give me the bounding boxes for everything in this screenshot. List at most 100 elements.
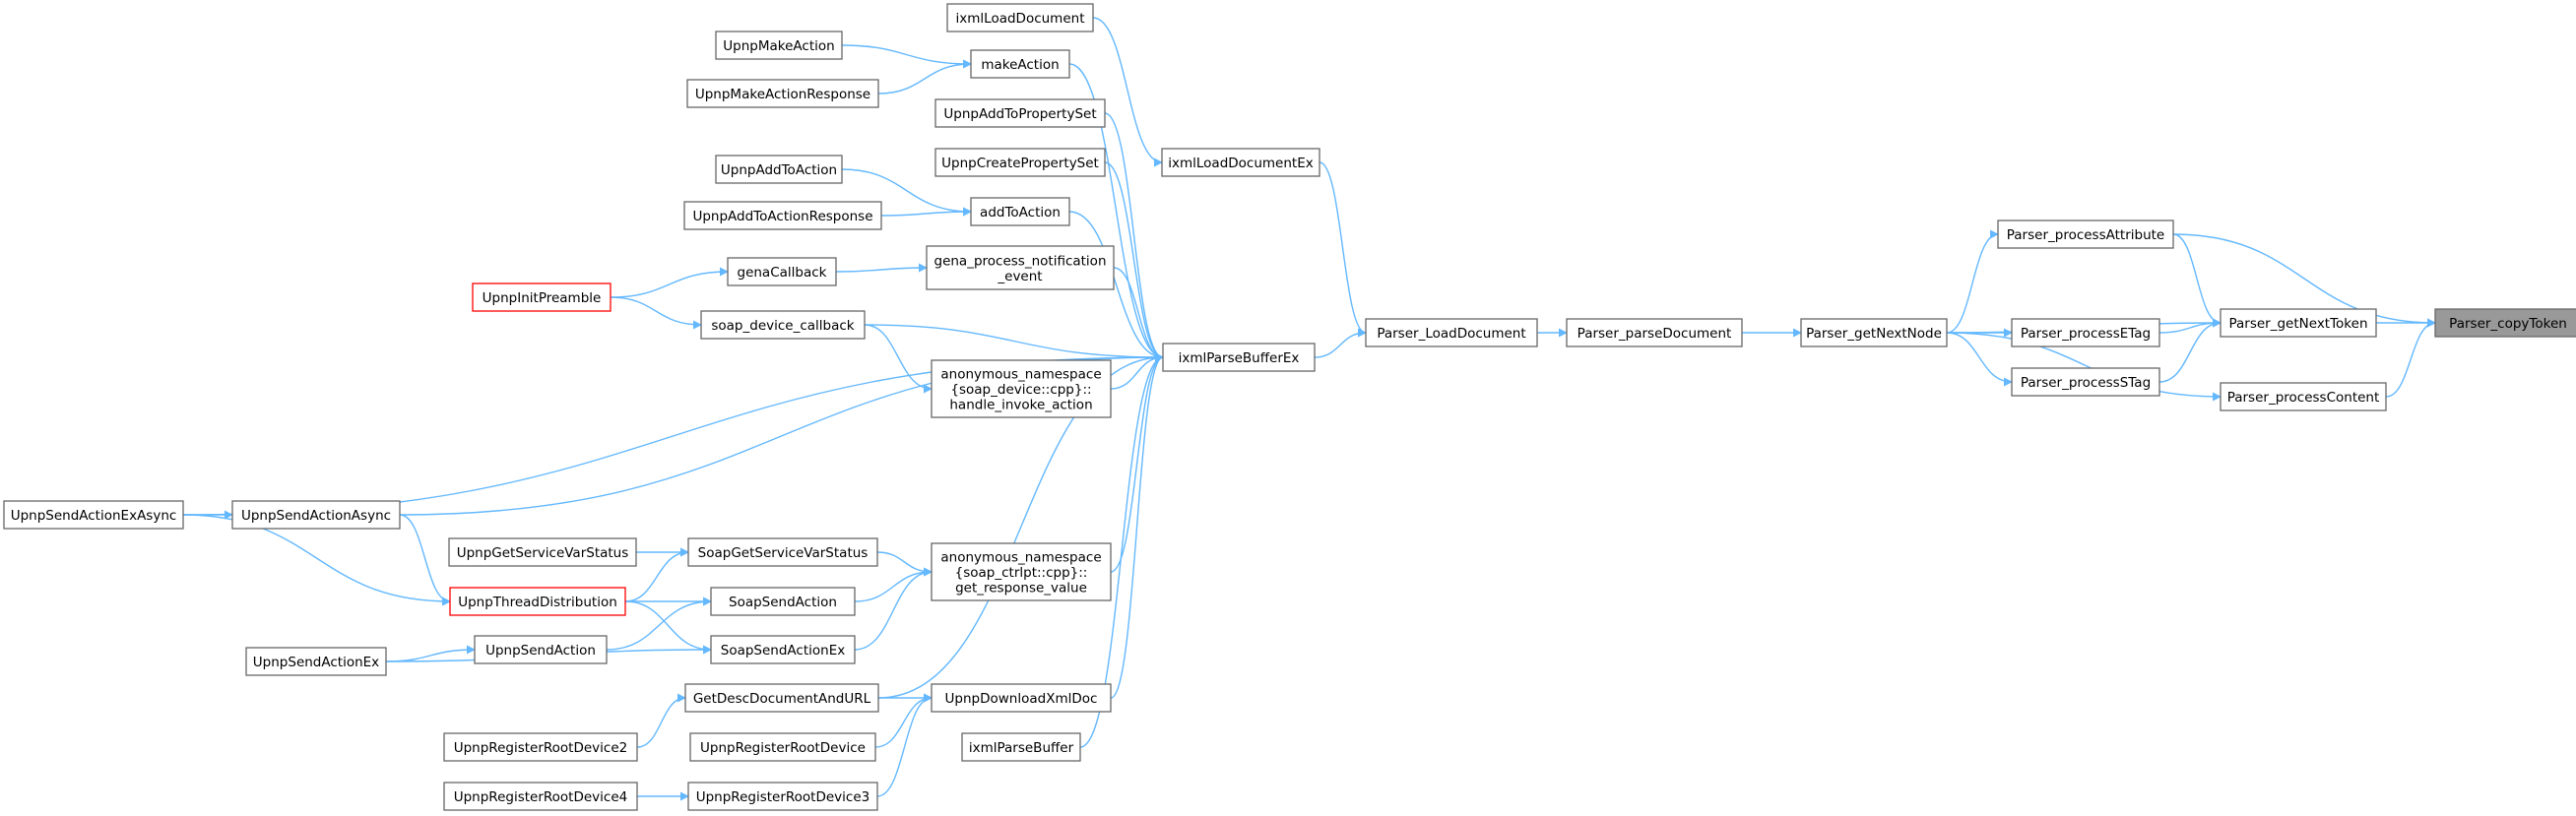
edge-SoapSendActionEx-calls-get_response_value	[854, 567, 933, 651]
node-UpnpRegisterRootDevice4[interactable]: UpnpRegisterRootDevice4	[443, 782, 638, 811]
node-UpnpSendActionAsync[interactable]: UpnpSendActionAsync	[231, 500, 401, 530]
node-Parser_processContent[interactable]: Parser_processContent	[2220, 382, 2387, 411]
node-Parser_processETag[interactable]: Parser_processETag	[2011, 318, 2160, 347]
node-ixmlLoadDocumentEx[interactable]: ixmlLoadDocumentEx	[1161, 148, 1320, 177]
edge-Parser_getNextNode-calls-Parser_processSTag	[1946, 332, 2013, 387]
node-label: makeAction	[981, 57, 1059, 73]
node-label: {soap_ctrlpt::cpp}::	[955, 565, 1088, 581]
node-label: UpnpSendActionExAsync	[11, 508, 177, 524]
node-UpnpGetServiceVarStatus[interactable]: UpnpGetServiceVarStatus	[448, 537, 637, 567]
edge-Parser_getNextNode-calls-Parser_processAttribute	[1946, 229, 1999, 334]
node-UpnpAddToActionResponse[interactable]: UpnpAddToActionResponse	[683, 201, 882, 230]
node-soap_device_callback[interactable]: soap_device_callback	[700, 310, 866, 340]
node-label: Parser_processSTag	[2021, 375, 2151, 391]
node-SoapGetServiceVarStatus[interactable]: SoapGetServiceVarStatus	[687, 537, 878, 567]
edge-Parser_processAttribute-calls-Parser_copyToken	[2172, 233, 2436, 328]
edge-ixmlParseBuffer-calls-ixmlParseBufferEx	[1079, 352, 1164, 748]
node-SoapSendActionEx[interactable]: SoapSendActionEx	[710, 635, 856, 664]
node-genaCallback[interactable]: genaCallback	[727, 257, 837, 286]
node-UpnpMakeActionResponse[interactable]: UpnpMakeActionResponse	[686, 79, 879, 108]
nodes: Parser_copyToken Parser_processAttributeP…	[3, 3, 2576, 811]
edge-makeAction-calls-ixmlParseBufferEx	[1068, 63, 1164, 362]
node-label: Parser_processAttribute	[2007, 227, 2164, 243]
node-UpnpSendAction[interactable]: UpnpSendAction	[474, 635, 608, 664]
node-Parser_parseDocument[interactable]: Parser_parseDocument	[1566, 318, 1743, 347]
node-label: Parser_copyToken	[2449, 316, 2567, 332]
node-label: UpnpMakeAction	[723, 38, 834, 54]
node-GetDescDocumentAndURL[interactable]: GetDescDocumentAndURL	[684, 683, 879, 713]
node-UpnpDownloadXmlDoc[interactable]: UpnpDownloadXmlDoc	[931, 683, 1112, 713]
node-label: Parser_parseDocument	[1578, 326, 1732, 342]
edges	[182, 17, 2436, 801]
edge-UpnpThreadDistribution-calls-SoapSendActionEx	[624, 600, 712, 655]
node-gena_process_notification_event[interactable]: gena_process_notification_event	[926, 245, 1115, 290]
node-makeAction[interactable]: makeAction	[970, 49, 1070, 79]
node-UpnpAddToAction[interactable]: UpnpAddToAction	[715, 155, 843, 184]
edge-UpnpAddToActionResponse-calls-addToAction	[880, 207, 972, 217]
node-UpnpAddToPropertySet[interactable]: UpnpAddToPropertySet	[934, 98, 1106, 128]
edge-genaCallback-calls-gena_process_notification_event	[835, 263, 928, 273]
node-handle_invoke_action[interactable]: anonymous_namespace{soap_device::cpp}::h…	[931, 359, 1112, 418]
node-label: UpnpInitPreamble	[483, 290, 602, 306]
node-label: anonymous_namespace	[940, 367, 1101, 383]
node-UpnpInitPreamble[interactable]: UpnpInitPreamble	[472, 282, 612, 312]
node-UpnpMakeAction[interactable]: UpnpMakeAction	[715, 31, 843, 60]
node-label: UpnpRegisterRootDevice2	[454, 740, 628, 756]
node-label: UpnpSendActionAsync	[241, 508, 391, 524]
edge-soap_device_callback-calls-handle_invoke_action	[864, 324, 933, 394]
edge-UpnpRegisterRootDevice2-calls-GetDescDocumentAndURL	[636, 693, 686, 748]
node-UpnpThreadDistribution[interactable]: UpnpThreadDistribution	[449, 587, 626, 616]
node-label: SoapSendActionEx	[721, 643, 845, 659]
edge-UpnpAddToAction-calls-addToAction	[841, 168, 972, 217]
node-label: gena_process_notification	[934, 253, 1107, 269]
node-Parser_getNextToken[interactable]: Parser_getNextToken	[2220, 308, 2377, 338]
node-ixmlParseBufferEx[interactable]: ixmlParseBufferEx	[1162, 343, 1316, 372]
node-label: addToAction	[980, 205, 1061, 220]
edge-UpnpSendActionAsync-calls-UpnpThreadDistribution	[399, 514, 451, 606]
node-UpnpRegisterRootDevice[interactable]: UpnpRegisterRootDevice	[689, 732, 876, 762]
edge-get_response_value-calls-ixmlParseBufferEx	[1110, 352, 1164, 573]
node-Parser_processAttribute[interactable]: Parser_processAttribute	[1997, 220, 2174, 249]
node-SoapSendAction[interactable]: SoapSendAction	[710, 587, 856, 616]
node-get_response_value[interactable]: anonymous_namespace{soap_ctrlpt::cpp}::g…	[931, 542, 1112, 601]
node-UpnpRegisterRootDevice2[interactable]: UpnpRegisterRootDevice2	[443, 732, 638, 762]
node-label: Parser_LoadDocument	[1377, 326, 1525, 342]
edge-gena_process_notification_event-calls-ixmlParseBufferEx	[1113, 267, 1164, 362]
node-label: UpnpAddToAction	[721, 162, 837, 178]
node-UpnpSendActionEx[interactable]: UpnpSendActionEx	[245, 647, 387, 676]
node-Parser_processSTag[interactable]: Parser_processSTag	[2011, 367, 2160, 397]
node-label: Parser_processContent	[2227, 390, 2380, 406]
edge-UpnpSendActionEx-calls-UpnpSendAction	[385, 645, 476, 662]
node-ixmlLoadDocument[interactable]: ixmlLoadDocument	[946, 3, 1094, 32]
node-label: Parser_getNextNode	[1806, 326, 1942, 342]
node-label: ixmlLoadDocumentEx	[1168, 156, 1314, 171]
edge-ixmlLoadDocumentEx-calls-Parser_LoadDocument	[1319, 161, 1367, 338]
edge-Parser_getNextNode-calls-Parser_processContent	[1946, 332, 2222, 402]
edge-UpnpSendActionExAsync-calls-UpnpThreadDistribution	[182, 514, 451, 606]
edge-soap_device_callback-calls-ixmlParseBufferEx	[864, 324, 1164, 362]
node-label: UpnpRegisterRootDevice3	[696, 789, 870, 805]
edge-UpnpInitPreamble-calls-genaCallback	[610, 267, 729, 298]
node-label: ixmlLoadDocument	[956, 11, 1085, 27]
node-ixmlParseBuffer[interactable]: ixmlParseBuffer	[961, 732, 1081, 762]
node-UpnpRegisterRootDevice3[interactable]: UpnpRegisterRootDevice3	[687, 782, 878, 811]
edge-Parser_processSTag-calls-Parser_getNextToken	[2158, 318, 2222, 383]
edge-UpnpRegisterRootDevice3-calls-UpnpDownloadXmlDoc	[876, 693, 933, 797]
node-UpnpCreatePropertySet[interactable]: UpnpCreatePropertySet	[934, 148, 1106, 177]
node-label: UpnpGetServiceVarStatus	[457, 545, 629, 561]
edge-UpnpDownloadXmlDoc-calls-ixmlParseBufferEx	[1110, 352, 1164, 699]
node-addToAction[interactable]: addToAction	[970, 197, 1070, 226]
node-label: _event	[997, 269, 1042, 284]
node-label: UpnpRegisterRootDevice	[700, 740, 866, 756]
node-Parser_copyToken[interactable]: Parser_copyToken	[2434, 308, 2576, 338]
node-Parser_LoadDocument[interactable]: Parser_LoadDocument	[1365, 318, 1538, 347]
edge-UpnpRegisterRootDevice-calls-UpnpDownloadXmlDoc	[874, 693, 933, 748]
node-label: UpnpCreatePropertySet	[941, 156, 1099, 171]
node-UpnpSendActionExAsync[interactable]: UpnpSendActionExAsync	[3, 500, 184, 530]
node-label: genaCallback	[738, 265, 827, 281]
node-label: get_response_value	[955, 581, 1087, 596]
node-Parser_getNextNode[interactable]: Parser_getNextNode	[1800, 318, 1948, 347]
node-label: UpnpMakeActionResponse	[695, 87, 870, 102]
edge-UpnpSendAction-calls-SoapSendAction	[606, 596, 712, 651]
